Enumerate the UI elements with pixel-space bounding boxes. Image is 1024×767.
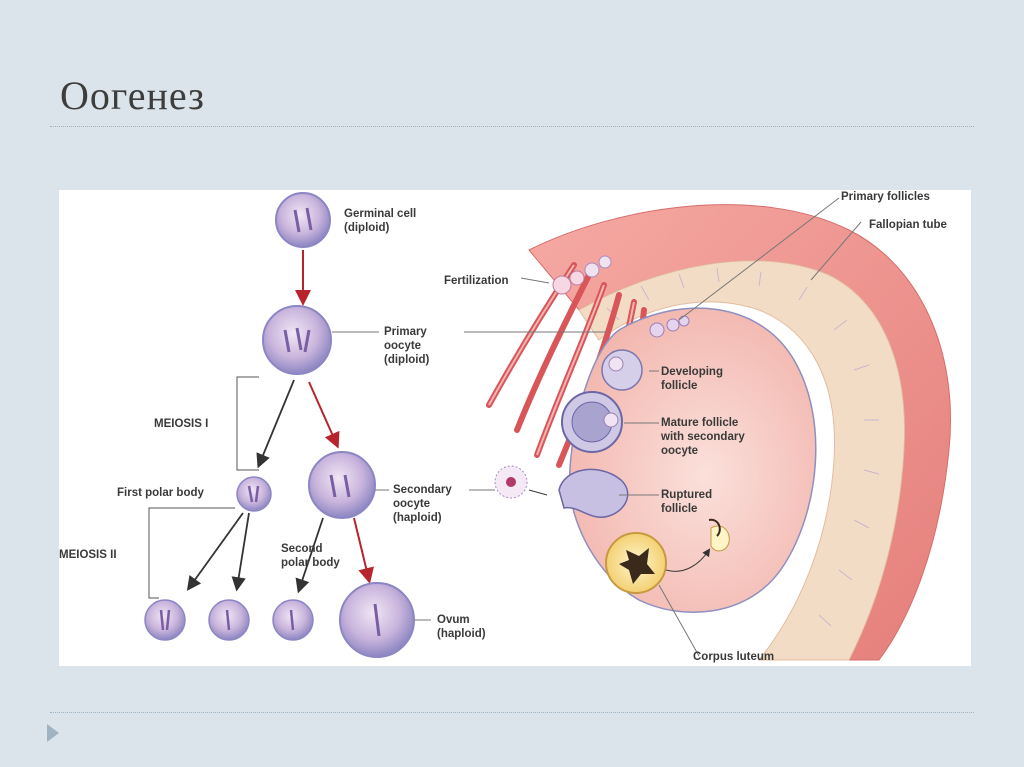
fallopian-tube <box>528 204 951 661</box>
primary-follicles <box>649 315 690 338</box>
polar-body-a <box>144 599 186 641</box>
footer-divider <box>50 712 974 713</box>
developing-follicle <box>601 349 643 391</box>
mature-follicle <box>561 391 623 453</box>
ruptured-follicle <box>558 468 629 519</box>
meiosis-2-label: MEIOSIS II <box>59 549 117 561</box>
polar-body-c <box>272 599 314 641</box>
next-slide-arrow-icon[interactable] <box>47 724 59 742</box>
meiosis-1-bracket <box>236 376 259 471</box>
ovum-label: Ovum (haploid) <box>437 614 486 640</box>
germinal-cell-label: Germinal cell (diploid) <box>344 208 419 234</box>
primary-follicles-label: Primary follicles <box>841 191 930 203</box>
arrow-to-ovum <box>353 517 374 584</box>
corpus-luteum-label: Corpus luteum <box>693 651 774 663</box>
polar-body-b <box>208 599 250 641</box>
tube-zygote-cluster <box>552 255 612 295</box>
ruptured-follicle-label: Ruptured follicle <box>661 489 715 515</box>
released-oocyte <box>494 465 548 499</box>
germinal-cell <box>275 192 331 248</box>
second-polar-body-label: Second polar body <box>281 543 340 569</box>
developing-follicle-label: Developing follicle <box>661 366 726 392</box>
ovum <box>339 582 415 658</box>
leader-lines <box>332 197 862 657</box>
primary-oocyte-label: Primary oocyte (diploid) <box>384 326 430 366</box>
title-divider <box>50 126 974 127</box>
primary-oocyte <box>262 305 332 375</box>
secondary-oocyte <box>308 451 376 519</box>
fertilization-label: Fertilization <box>444 275 509 287</box>
slide-title: Оогенез <box>60 73 205 118</box>
arrow-to-second-polar-body <box>295 517 324 594</box>
mature-follicle-label: Mature follicle with secondary oocyte <box>660 417 748 457</box>
first-polar-body <box>236 476 272 512</box>
arrow-polar-division-2 <box>231 512 250 592</box>
arrow-to-first-polar-body <box>256 379 295 469</box>
corpus-luteum <box>605 518 730 594</box>
arrow-polar-division-1 <box>186 512 244 591</box>
meiosis-2-bracket <box>148 507 235 599</box>
oogenesis-diagram: Germinal cell (diploid) Primary oocyte (… <box>59 190 971 666</box>
arrow-to-secondary-oocyte <box>308 381 340 449</box>
meiosis-1-label: MEIOSIS I <box>154 418 208 430</box>
fallopian-tube-label: Fallopian tube <box>869 219 947 231</box>
first-polar-body-label: First polar body <box>117 487 205 499</box>
secondary-oocyte-label: Secondary oocyte (haploid) <box>393 484 455 524</box>
